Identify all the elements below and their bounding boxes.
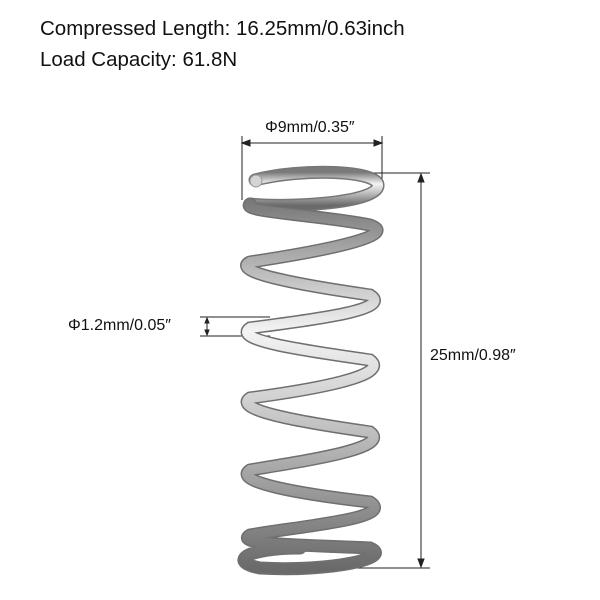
free-length-dimension [266, 172, 430, 569]
wire-diameter-label: Φ1.2mm/0.05″ [68, 317, 171, 334]
load-capacity-spec: Load Capacity: 61.8N [40, 48, 238, 71]
spring-coils [237, 165, 385, 576]
outer-diameter-label: Φ9mm/0.35″ [265, 119, 355, 136]
free-length-label: 25mm/0.98″ [430, 347, 516, 364]
compressed-length-spec: Compressed Length: 16.25mm/0.63inch [40, 17, 405, 40]
